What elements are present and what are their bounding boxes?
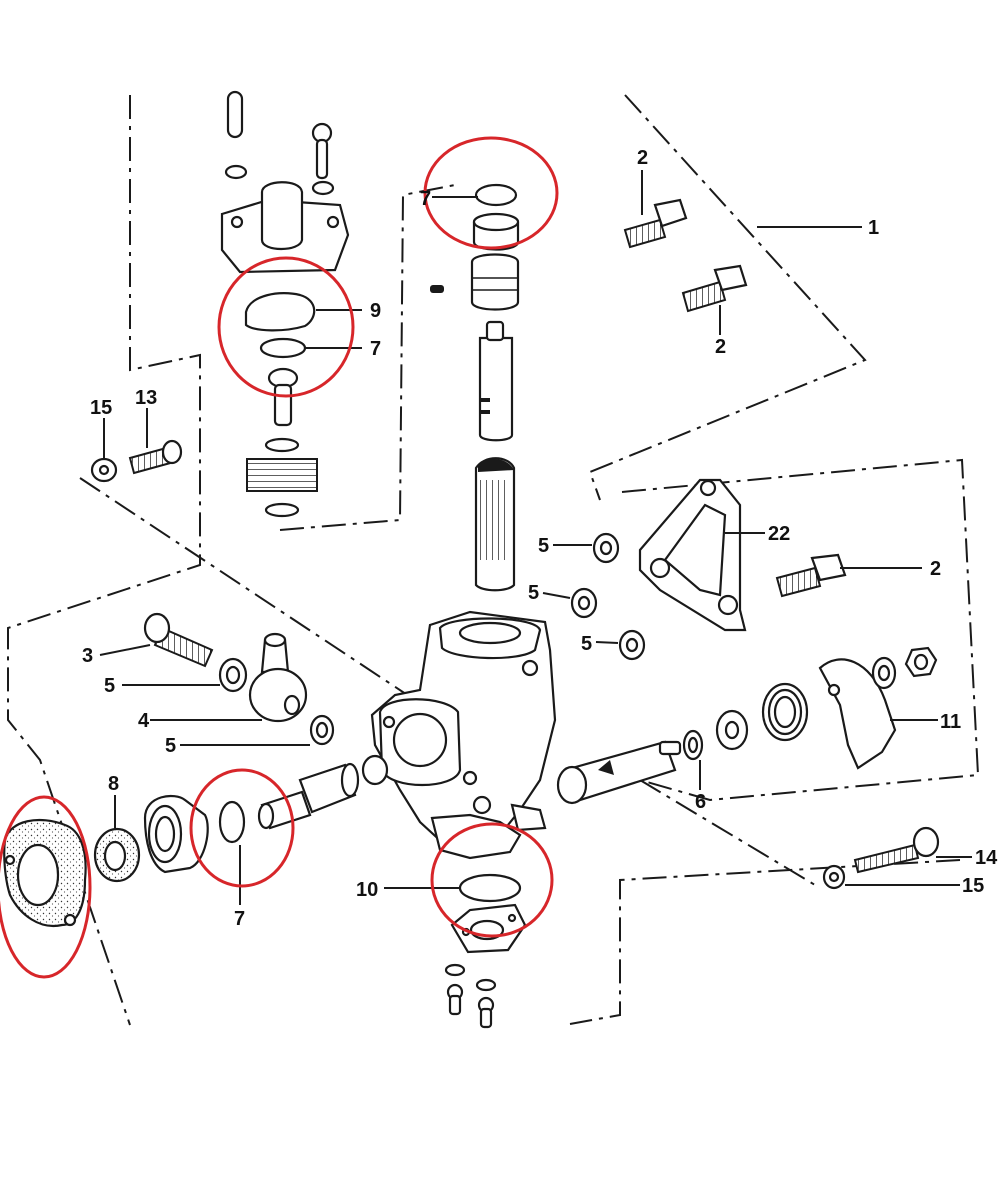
pin-part (226, 90, 244, 139)
cover-o-ring (259, 337, 307, 359)
label-7-left: 7 (234, 908, 245, 930)
pump-housing (361, 610, 557, 860)
label-5-right-c: 5 (581, 633, 592, 655)
washer-5-b (570, 587, 598, 619)
label-2-right: 2 (930, 558, 941, 580)
label-5-left-b: 5 (165, 735, 176, 757)
label-7-top: 7 (420, 188, 431, 210)
splined-shaft (474, 457, 516, 592)
washer-15-left (90, 457, 118, 483)
highlight-cover-gasket (217, 256, 355, 398)
oil-seal-8 (93, 827, 141, 883)
bushing (715, 709, 749, 751)
banjo-bolt-3 (143, 612, 214, 668)
highlight-circles (0, 136, 559, 979)
label-3: 3 (82, 645, 93, 667)
lever-shaft (556, 740, 682, 805)
bolt-2-right (775, 553, 847, 598)
torsion-spring (761, 682, 809, 742)
label-13: 13 (135, 387, 157, 409)
label-9: 9 (370, 300, 381, 322)
leader-lines (99, 170, 972, 905)
cover-gasket (244, 292, 316, 332)
label-5-left-a: 5 (104, 675, 115, 697)
flange-gasket (3, 818, 87, 928)
washer-6 (682, 729, 704, 761)
bottom-o-ring-10 (458, 873, 522, 903)
drive-shaft (478, 320, 514, 442)
bolt-2-top (623, 198, 688, 249)
o-ring-7-left (218, 800, 246, 844)
washer-5-a (592, 532, 620, 564)
label-15-left: 15 (90, 397, 112, 419)
shaft-coupling (470, 253, 520, 311)
group-boundaries (7, 94, 980, 1026)
label-8: 8 (108, 773, 119, 795)
part-labels: 1 2 2 2 3 4 5 5 5 5 5 6 7 7 7 8 9 10 11 … (82, 147, 998, 930)
bracket-plate-22 (638, 478, 747, 632)
bolt-14 (853, 826, 940, 874)
bottom-washers-screws (444, 963, 497, 1029)
washer-5-left-b (309, 714, 335, 746)
seal-cup (143, 794, 209, 874)
highlight-left-o-ring (189, 768, 295, 888)
label-5-right-a: 5 (538, 535, 549, 557)
washer-15-right (822, 864, 846, 890)
bolt-13 (128, 439, 183, 475)
small-pin-center (430, 285, 444, 293)
label-15-right: 15 (962, 875, 984, 897)
label-11: 11 (940, 711, 961, 733)
label-6: 6 (695, 791, 706, 813)
label-22: 22 (768, 523, 790, 545)
nut-and-washer-right (871, 646, 938, 690)
label-10: 10 (356, 879, 378, 901)
label-2-top: 2 (637, 147, 648, 169)
top-o-ring-7 (474, 183, 518, 207)
washer-5-left-a (218, 657, 248, 693)
small-bolt-top-left (311, 122, 335, 196)
inlet-fitting (257, 762, 360, 830)
label-14: 14 (975, 847, 998, 869)
highlight-left-flange (0, 795, 92, 979)
label-1: 1 (868, 217, 879, 239)
highlight-top-o-ring (423, 136, 559, 250)
banjo-fitting-4 (248, 632, 308, 723)
label-7-cover: 7 (370, 338, 381, 360)
label-4: 4 (138, 710, 150, 732)
governor-spring (246, 437, 318, 518)
highlight-bottom-o-ring (430, 822, 554, 938)
governor-cover (220, 181, 350, 274)
washer-5-c (618, 629, 646, 661)
small-nut-top-left (224, 164, 248, 180)
label-5-right-b: 5 (528, 582, 539, 604)
label-2-middle: 2 (715, 336, 726, 358)
bolt-2-middle (681, 264, 748, 313)
